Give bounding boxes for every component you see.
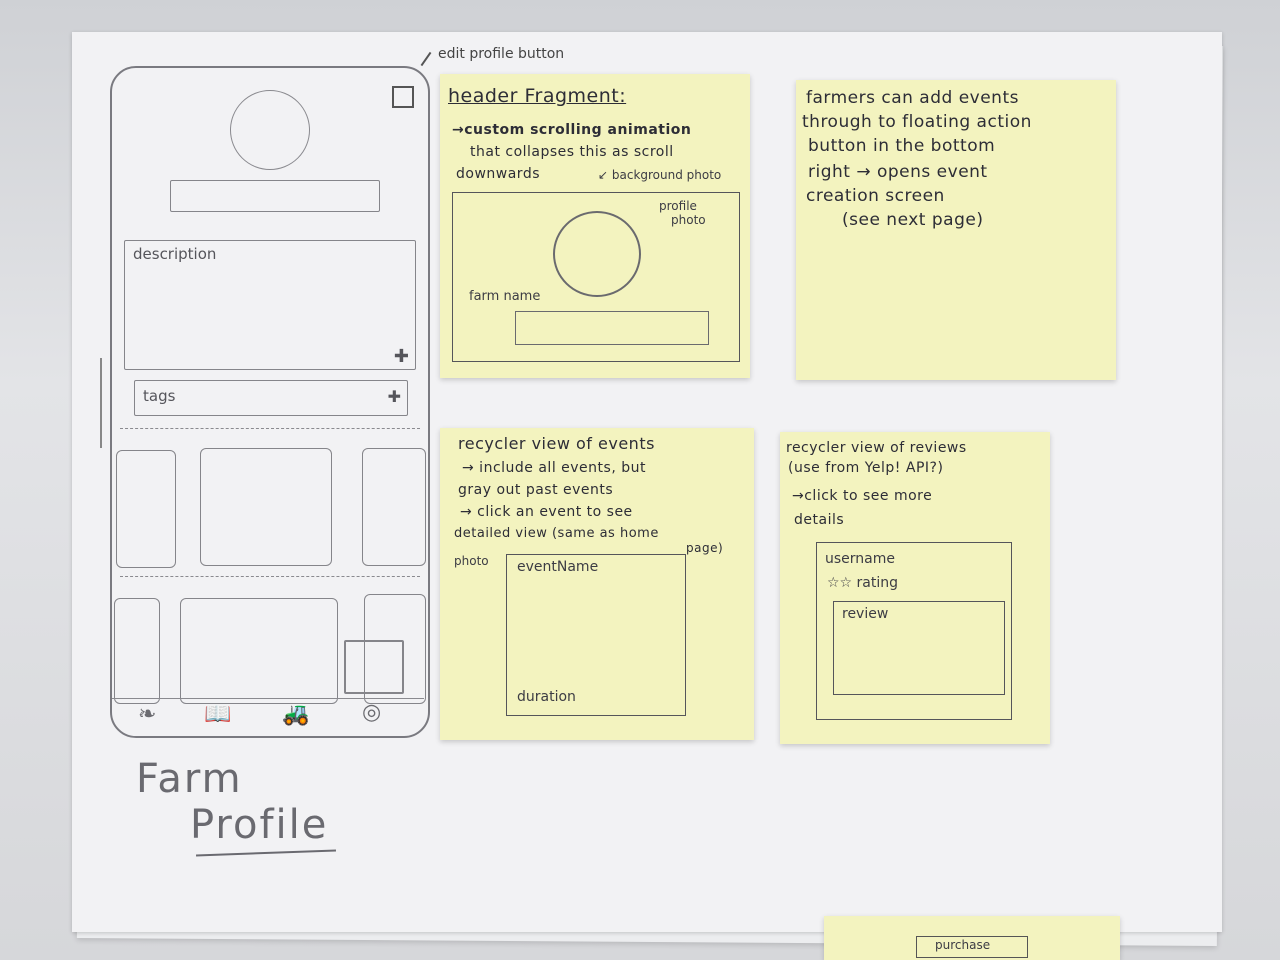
farm-name-box	[170, 180, 380, 212]
review-label: review	[842, 606, 889, 622]
event-name-label: eventName	[517, 559, 599, 575]
phone-sketch: description ✚ tags ✚ ❧ 📖 🚜 ◎	[100, 66, 430, 738]
divider-bottom	[120, 576, 420, 577]
tags-label: tags	[143, 387, 176, 405]
events-note-line: detailed view (same as home	[454, 526, 659, 541]
farm-name-label: farm name	[469, 289, 541, 304]
header-note-line: that collapses this as scroll	[470, 144, 674, 160]
event-card	[200, 448, 332, 566]
review-card	[364, 594, 426, 704]
edit-profile-icon	[392, 86, 414, 108]
fab-note-line: farmers can add events	[806, 88, 1019, 108]
edit-profile-annotation: edit profile button	[438, 46, 565, 62]
fab-note-line: button in the bottom	[808, 136, 996, 156]
sticky-note-fab: farmers can add events through to floati…	[796, 80, 1116, 380]
reviews-note-line: →click to see more	[792, 488, 933, 504]
sticky-note-header: header Fragment: →custom scrolling anima…	[440, 74, 750, 378]
background-photo-label: ↙ background photo	[598, 168, 722, 182]
events-note-line: recycler view of events	[458, 434, 655, 453]
page-title-line2: Profile	[190, 802, 329, 848]
purchase-button-sketch: purchase	[916, 936, 1028, 958]
nav-divider	[112, 698, 424, 699]
farm-name-field	[515, 311, 709, 345]
add-tag-icon: ✚	[387, 387, 401, 406]
review-box: review	[833, 601, 1005, 695]
duration-label: duration	[517, 689, 576, 705]
sticky-note-bottom: purchase	[824, 916, 1120, 960]
reviews-note-line: recycler view of reviews	[786, 440, 967, 456]
header-note-line: →custom scrolling animation	[452, 122, 692, 138]
tags-box: tags ✚	[134, 380, 408, 416]
purchase-label: purchase	[935, 938, 991, 952]
fab-note-line: right → opens event	[808, 162, 988, 182]
event-card	[116, 450, 176, 568]
header-sketch-frame: profile photo farm name	[452, 192, 740, 362]
profile-photo-label: profile	[659, 199, 697, 213]
header-note-line: downwards	[456, 166, 540, 182]
event-card	[362, 448, 426, 566]
page-title-line1: Farm	[136, 756, 243, 802]
review-card	[114, 598, 160, 704]
sticky-note-events: recycler view of events → include all ev…	[440, 428, 754, 740]
review-card	[180, 598, 338, 704]
divider-top	[120, 428, 420, 429]
events-note-line: → include all events, but	[462, 460, 646, 476]
events-note-line: gray out past events	[458, 482, 614, 498]
review-card-sketch: username ☆☆ rating review	[816, 542, 1012, 720]
photo-label: photo	[454, 554, 489, 568]
reviews-note-line: (use from Yelp! API?)	[788, 460, 944, 476]
description-label: description	[133, 245, 217, 263]
fab-note-line: creation screen	[806, 186, 945, 206]
fab-note-line: through to floating action	[802, 112, 1032, 132]
profile-photo-circle	[553, 211, 641, 297]
tractor-icon: 🚜	[282, 702, 310, 727]
add-description-icon: ✚	[393, 346, 409, 367]
event-card-sketch: eventName duration	[506, 554, 686, 716]
events-note-line: → click an event to see	[460, 504, 633, 520]
sticky-note-reviews: recycler view of reviews (use from Yelp!…	[780, 432, 1050, 744]
username-label: username	[825, 551, 895, 567]
rating-label: ☆☆ rating	[827, 575, 899, 591]
profile-photo-circle	[230, 90, 310, 170]
fab-note-line: (see next page)	[842, 210, 984, 230]
leaf-icon: ❧	[138, 702, 157, 727]
book-icon: 📖	[204, 702, 232, 727]
profile-nav-icon: ◎	[362, 700, 382, 725]
header-note-title: header Fragment:	[448, 85, 627, 107]
events-note-line: page)	[686, 541, 724, 555]
floating-action-button	[344, 640, 404, 694]
profile-photo-label: photo	[671, 213, 706, 227]
description-box: description ✚	[124, 240, 416, 370]
scroll-arrow	[100, 358, 102, 448]
reviews-note-line: details	[794, 512, 845, 528]
